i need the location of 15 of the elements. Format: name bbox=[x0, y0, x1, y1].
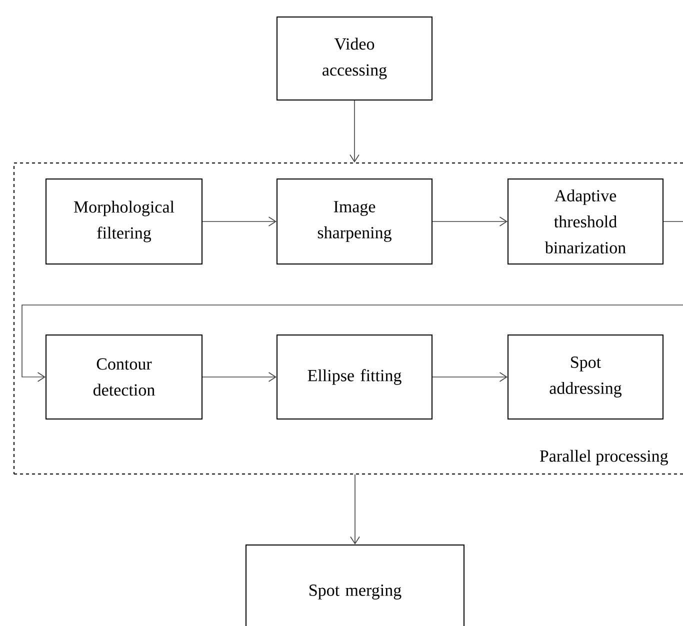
arrow bbox=[350, 474, 360, 544]
process-box: Morphological filtering bbox=[46, 178, 202, 264]
process-box: Spot addressing bbox=[508, 334, 664, 420]
process-box: Spot merging bbox=[246, 544, 464, 626]
arrow bbox=[22, 221, 683, 382]
process-box: Contour detection bbox=[46, 334, 202, 420]
arrow bbox=[202, 216, 276, 226]
arrow bbox=[432, 216, 508, 226]
process-box: Adaptive threshold binarization bbox=[508, 178, 664, 264]
arrow bbox=[432, 372, 508, 382]
process-box: Video accessing bbox=[276, 16, 432, 100]
arrow bbox=[202, 372, 276, 382]
process-box: Image sharpening bbox=[276, 178, 432, 264]
process-box: Ellipse fitting bbox=[276, 334, 432, 420]
arrow bbox=[350, 100, 360, 162]
